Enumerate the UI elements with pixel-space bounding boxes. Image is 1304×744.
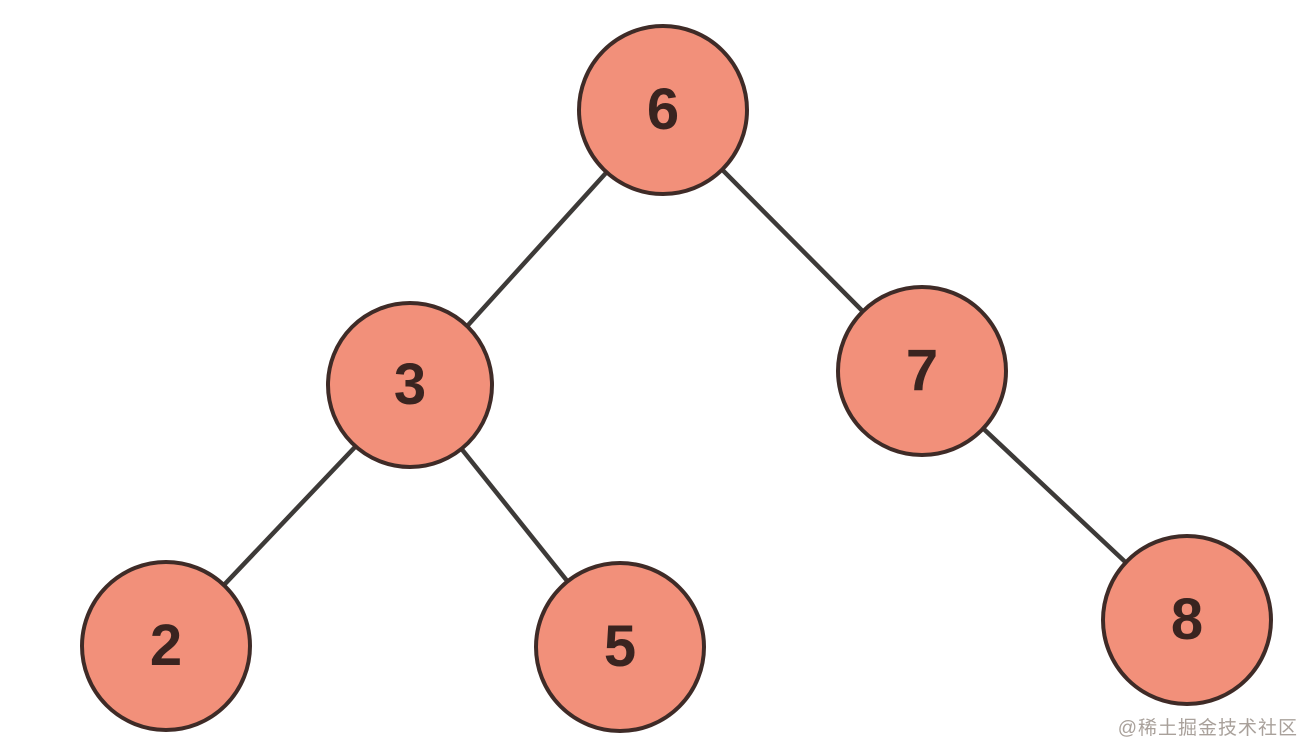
tree-node: 7 [836,285,1008,457]
tree-node-root: 6 [577,24,749,196]
node-value: 7 [905,338,939,403]
tree-node: 2 [80,560,252,732]
node-value: 3 [393,352,427,417]
node-value: 8 [1170,587,1204,652]
tree-node: 3 [326,301,494,469]
watermark-text: @稀土掘金技术社区 [1117,718,1298,739]
node-value: 5 [603,614,637,679]
tree-node: 5 [534,561,706,733]
node-value: 6 [646,77,680,142]
node-value: 2 [149,613,183,678]
tree-node: 8 [1101,534,1273,706]
